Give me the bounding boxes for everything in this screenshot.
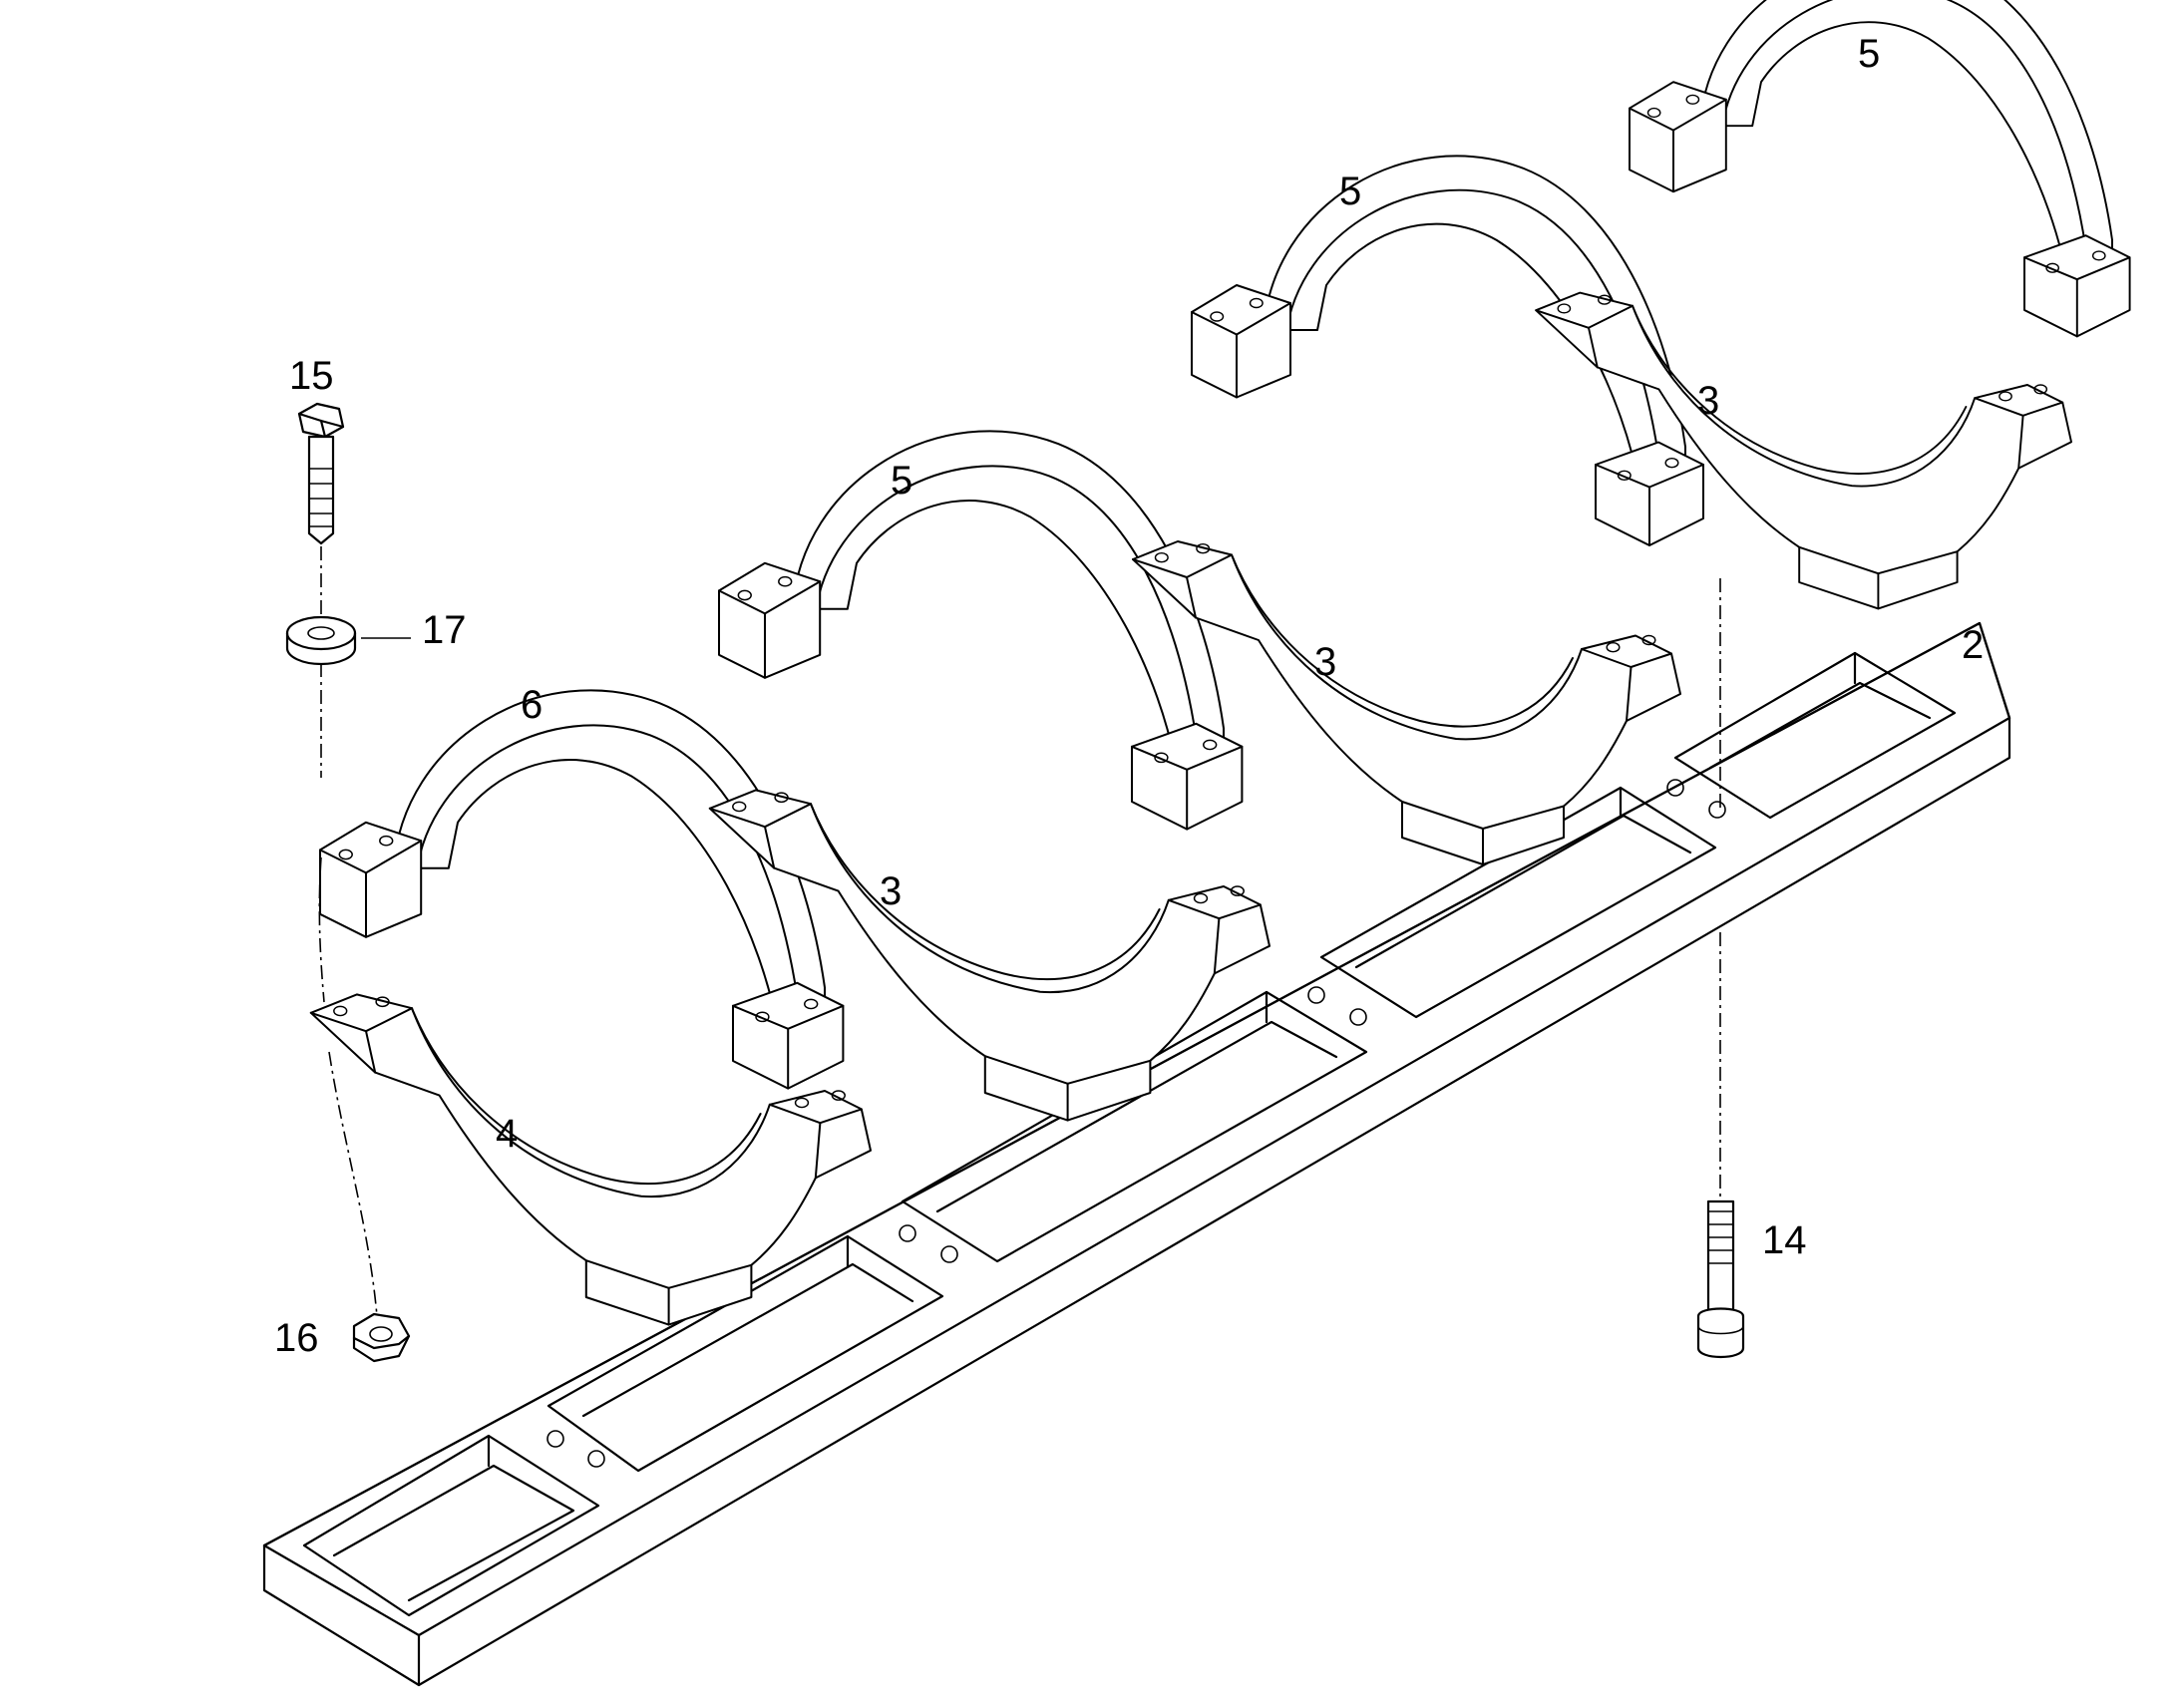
callout-3-c: 3 [1697, 379, 1719, 423]
washer-item-17 [285, 615, 357, 666]
callout-17: 17 [422, 608, 467, 652]
hex-nut-item-16 [352, 1312, 411, 1363]
callout-labels: 15 17 6 4 16 5 3 5 3 5 3 2 14 [274, 32, 1984, 1360]
callout-5-a: 5 [891, 459, 912, 503]
callout-16: 16 [274, 1316, 319, 1360]
bearing-saddle-item-3-c [1535, 291, 2072, 610]
callout-3-b: 3 [1314, 640, 1336, 684]
callout-15: 15 [289, 354, 334, 398]
socket-screw-item-14 [1696, 1199, 1745, 1358]
bearing-cap-item-5-a [717, 430, 1244, 831]
callout-2: 2 [1962, 623, 1984, 667]
callout-5-c: 5 [1858, 32, 1880, 76]
callout-14: 14 [1762, 1218, 1807, 1262]
callout-5-b: 5 [1339, 170, 1361, 213]
callout-3-a: 3 [880, 869, 902, 913]
callout-6: 6 [521, 683, 543, 727]
assembly-center-lines [318, 546, 1721, 1317]
callout-4: 4 [496, 1112, 518, 1156]
hex-bolt-item-15 [297, 402, 345, 545]
